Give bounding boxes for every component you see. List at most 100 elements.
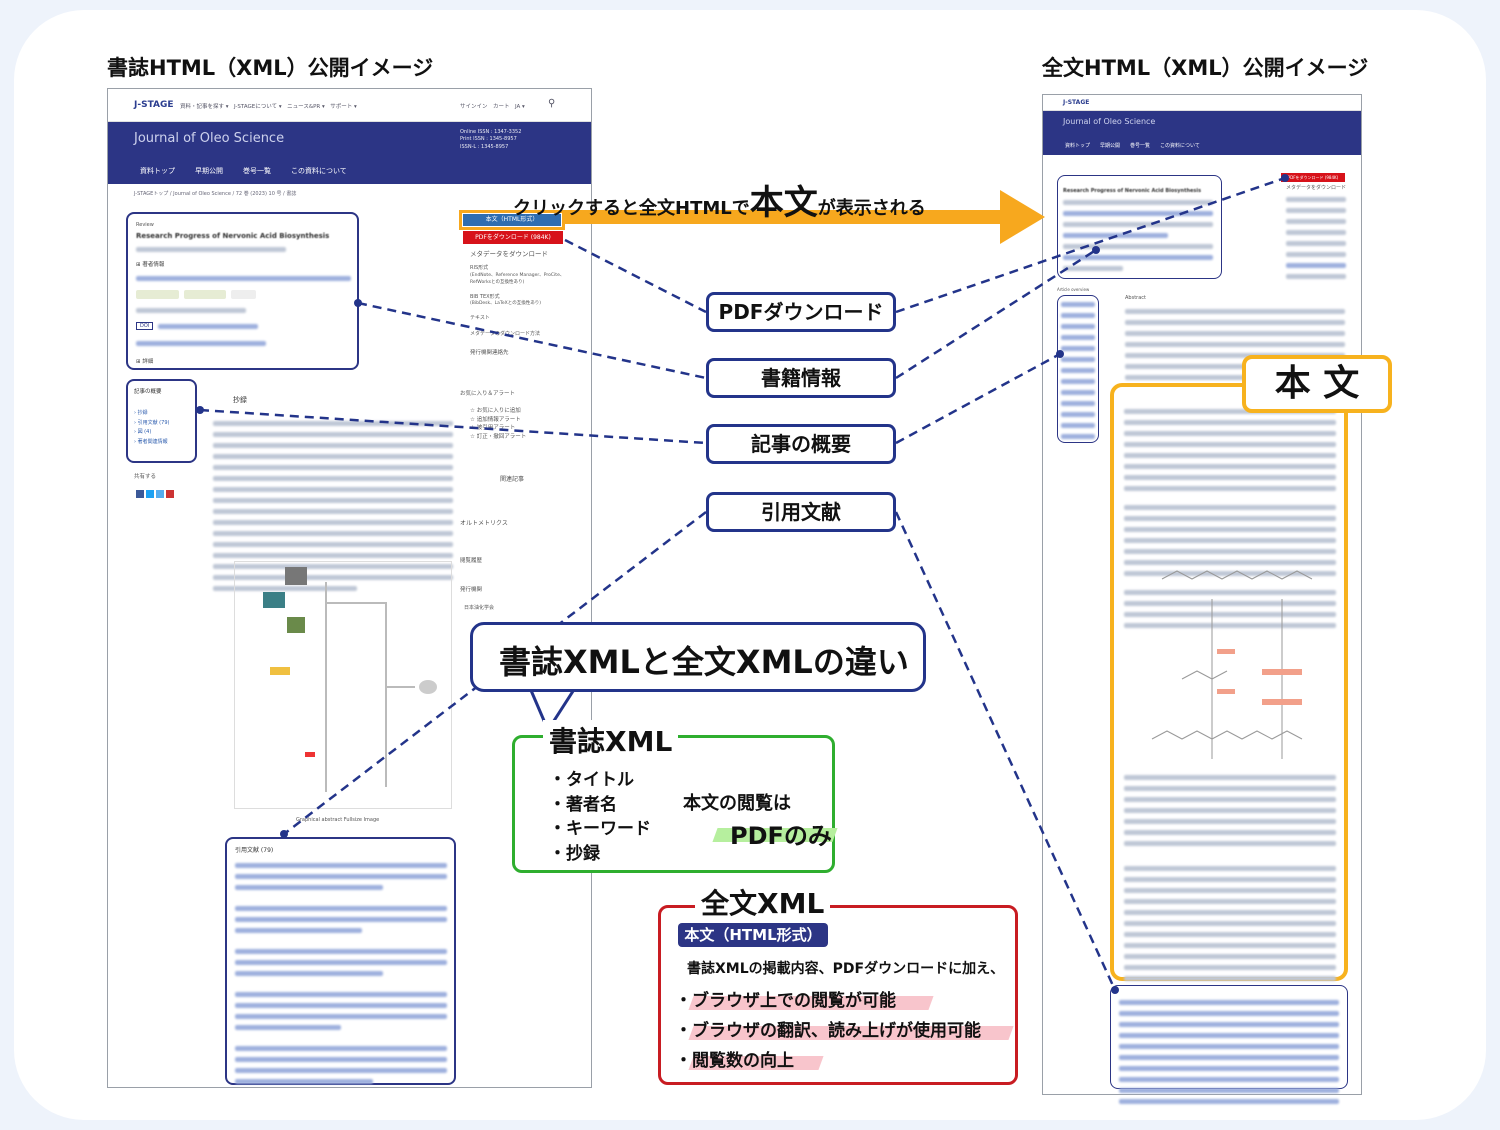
references-list xyxy=(235,863,447,1087)
bibtex-format[interactable]: BIB TEX形式 xyxy=(470,294,500,300)
pdf-download-button[interactable]: PDFをダウンロード (984K) xyxy=(1281,173,1345,182)
overview-title: 記事の概要 xyxy=(134,389,162,395)
journal-tabs-row: 資料トップ 早期公開 巻号一覧 この資料について xyxy=(108,159,591,181)
references-list xyxy=(1119,1000,1339,1110)
overview-item[interactable]: › 抄録 xyxy=(134,410,148,416)
ris-note: (EndNote、Reference Manager、ProCite、RefWo… xyxy=(470,273,565,285)
breadcrumb[interactable]: J-STAGEトップ / Journal of Oleo Science / 7… xyxy=(134,191,297,197)
graphical-abstract[interactable] xyxy=(234,561,452,809)
overview-item[interactable]: › 図 (4) xyxy=(134,429,152,435)
journal-tabs[interactable]: 資料トップ 早期公開 巻号一覧 この資料について xyxy=(140,166,347,176)
journal-band: Journal of Oleo Science 資料トップ 早期公開 巻号一覧 … xyxy=(1043,111,1361,155)
graphical-caption[interactable]: Graphical abstract Fullsize Image xyxy=(296,817,380,823)
meta-download-link[interactable]: メタデータをダウンロード xyxy=(470,250,548,258)
biblio-note-emph: PDFのみ xyxy=(730,822,832,850)
tab-journal-top[interactable]: 資料トップ xyxy=(140,167,175,175)
abstract-text xyxy=(213,421,453,597)
journal-band: Journal of Oleo Science Online ISSN : 13… xyxy=(108,122,591,184)
tab-early-release[interactable]: 早期公開 xyxy=(195,167,223,175)
share-label: 共有する xyxy=(134,474,157,480)
pdf-download-button[interactable]: PDFをダウンロード (984K) xyxy=(463,231,563,244)
doi-badge: DOI xyxy=(136,322,154,330)
details-toggle[interactable]: ⊞ 詳細 xyxy=(136,359,154,365)
references-label: 引用文献 xyxy=(706,492,896,532)
overview-item[interactable]: › 著者関連情報 xyxy=(134,438,168,445)
references-heading: 引用文献 (79) xyxy=(235,847,274,854)
full-xml-title: 全文XML xyxy=(695,882,831,922)
twitter-icon[interactable] xyxy=(146,490,154,498)
overview-item[interactable]: › 引用文献 (79) xyxy=(134,419,170,426)
tab-issue-list[interactable]: 巻号一覧 xyxy=(1130,143,1151,149)
tab-journal-top[interactable]: 資料トップ xyxy=(1065,143,1091,149)
figure-line xyxy=(325,602,385,604)
review-label: Review xyxy=(136,222,154,228)
book-info-box: Research Progress of Nervonic Acid Biosy… xyxy=(1057,175,1222,279)
search-icon[interactable]: ⚲ xyxy=(548,98,556,109)
text-format[interactable]: テキスト xyxy=(470,315,490,321)
figure-thumb xyxy=(305,752,315,757)
book-info-label: 書籍情報 xyxy=(706,358,896,398)
figure-thumb xyxy=(419,680,437,694)
authors-blur xyxy=(136,247,286,258)
arrow-caption-emph: 本文 xyxy=(749,183,818,223)
journal-title[interactable]: Journal of Oleo Science xyxy=(134,131,285,146)
ris-format[interactable]: RIS形式 xyxy=(470,265,488,273)
fav-item[interactable]: ☆ お気に入りに追加 xyxy=(470,408,521,414)
favorites-heading: お気に入り＆アラート xyxy=(460,391,516,397)
journal-badge xyxy=(136,290,179,299)
nav-menu[interactable]: 資料・記事を探す ▾ J-STAGEについて ▾ ニュース&PR ▾ サポート … xyxy=(180,104,357,110)
fav-item[interactable]: ☆ 追加情報アラート xyxy=(470,416,521,423)
bibtex-note: (BibDesk、LaTeXとの互換性あり) xyxy=(470,301,541,306)
biblio-xml-list: ・タイトル ・著者名 ・キーワード ・抄録 xyxy=(549,768,651,867)
tab-about[interactable]: この資料について xyxy=(1160,143,1200,149)
share-icon[interactable] xyxy=(156,490,164,498)
right-references-box xyxy=(1110,985,1348,1104)
top-navbar: J-STAGE xyxy=(1043,95,1361,111)
issn-print: Print ISSN : 1345-8957 xyxy=(460,136,517,143)
chemical-structure-figure xyxy=(1151,570,1313,759)
meta-download-link[interactable]: メタデータをダウンロード xyxy=(1286,185,1347,191)
biblio-item-author: ・著者名 xyxy=(549,794,617,815)
related-articles[interactable]: 関連記事 xyxy=(500,476,525,483)
html-badge xyxy=(231,290,256,299)
full-item-views: ・閲覧数の向上 xyxy=(675,1051,794,1071)
article-overview-label: Article overview xyxy=(1057,287,1090,292)
fav-label: お気に入りに追加 xyxy=(476,408,521,414)
altmetrics-heading: オルトメトリクス xyxy=(460,520,508,527)
issn-block: Online ISSN : 1347-3352 Print ISSN : 134… xyxy=(460,129,521,151)
figure-line xyxy=(325,582,327,792)
journal-title[interactable]: Journal of Oleo Science xyxy=(1063,117,1156,126)
book-info-box: Review Research Progress of Nervonic Aci… xyxy=(126,212,359,370)
figure-thumb xyxy=(263,592,285,608)
html-fulltext-button[interactable]: 本文（HTML形式） xyxy=(463,214,561,226)
biblio-item-title: ・タイトル xyxy=(549,770,634,790)
publisher-name: 日本油化学会 xyxy=(464,605,495,611)
doi-link[interactable] xyxy=(158,324,258,335)
tab-issue-list[interactable]: 巻号一覧 xyxy=(243,167,271,175)
overview-label: 著者関連情報 xyxy=(137,438,168,445)
fav-item[interactable]: ☆ 訂正・撤回アラート xyxy=(470,433,527,440)
authors-info-toggle[interactable]: ⊞ 著者情報 xyxy=(136,262,165,268)
publisher-contact[interactable]: 発行機関連絡先 xyxy=(470,350,509,356)
arrow-caption-before: クリックすると全文HTMLで xyxy=(513,198,750,219)
overview-list[interactable] xyxy=(1061,302,1095,445)
left-heading: 書誌HTML（XML）公開イメージ xyxy=(107,56,434,80)
facebook-icon[interactable] xyxy=(136,490,144,498)
tab-about[interactable]: この資料について xyxy=(291,167,347,175)
journal-tabs[interactable]: 資料トップ 早期公開 巻号一覧 この資料について xyxy=(1065,142,1200,149)
share-icons xyxy=(136,490,174,498)
mendeley-icon[interactable] xyxy=(166,490,174,498)
comparison-title: 書誌XMLと全文XMLの違い xyxy=(499,643,909,681)
open-access-badge xyxy=(183,290,226,299)
authors-info-label: 著者情報 xyxy=(142,262,165,268)
article-title: Research Progress of Nervonic Acid Biosy… xyxy=(136,232,330,240)
nav-right-menu[interactable]: サインイン カート JA ▾ xyxy=(460,104,525,110)
jstage-logo: J-STAGE xyxy=(134,100,174,110)
history-heading: 閲覧履歴 xyxy=(460,558,483,564)
date-blur xyxy=(136,308,246,319)
tab-early-release[interactable]: 早期公開 xyxy=(1100,143,1121,149)
article-overview-box xyxy=(1057,295,1099,443)
issn-online: Online ISSN : 1347-3352 xyxy=(460,129,522,135)
overview-label: 引用文献 (79) xyxy=(137,419,170,426)
meta-options-blur xyxy=(1286,197,1346,285)
